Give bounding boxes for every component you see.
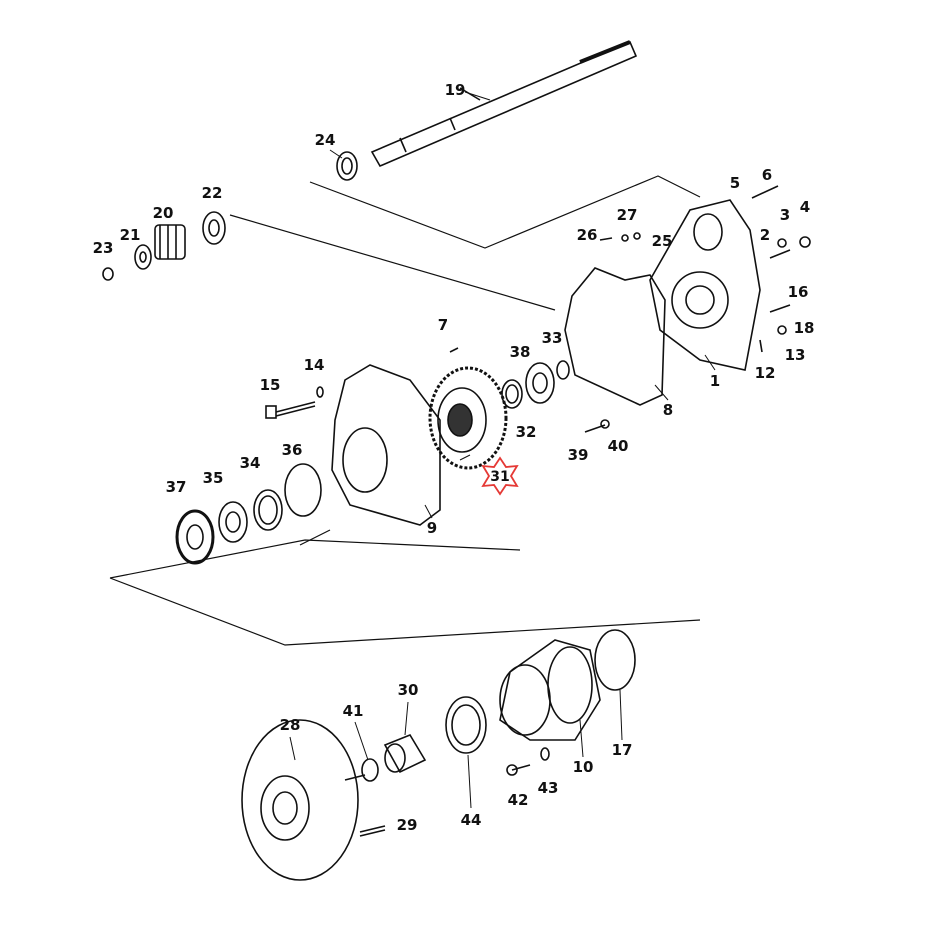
part-label-30[interactable]: 30 [397, 681, 419, 699]
part-flange-28 [241, 719, 366, 881]
part-label-37[interactable]: 37 [165, 478, 187, 496]
part-label-17[interactable]: 17 [611, 741, 633, 759]
part-bearing-22 [202, 211, 226, 245]
part-label-14[interactable]: 14 [303, 356, 325, 374]
part-label-21[interactable]: 21 [119, 226, 141, 244]
part-label-43[interactable]: 43 [537, 779, 559, 797]
part-label-12[interactable]: 12 [754, 364, 776, 382]
part-label-25[interactable]: 25 [651, 232, 673, 250]
part-label-28[interactable]: 28 [279, 716, 301, 734]
part-washer-33 [556, 360, 570, 380]
part-label-38[interactable]: 38 [509, 343, 531, 361]
part-label-7[interactable]: 7 [437, 316, 449, 334]
part-ring-32 [501, 379, 523, 409]
part-label-23[interactable]: 23 [92, 239, 114, 257]
part-seal-24 [336, 151, 358, 181]
part-label-3[interactable]: 3 [779, 206, 791, 224]
part-cover-9 [331, 347, 459, 526]
part-bearing-35 [218, 501, 248, 543]
part-gasket-8 [564, 267, 666, 406]
part-bolt-42 [506, 764, 531, 776]
part-label-9[interactable]: 9 [426, 519, 438, 537]
part-label-22[interactable]: 22 [201, 184, 223, 202]
part-label-41[interactable]: 41 [342, 702, 364, 720]
part-ring-34 [253, 489, 283, 531]
part-ring-41 [361, 758, 379, 782]
part-label-33[interactable]: 33 [541, 329, 563, 347]
part-oring-17 [594, 629, 636, 691]
part-label-19[interactable]: 19 [444, 81, 466, 99]
part-seal-44 [445, 696, 487, 754]
part-label-20[interactable]: 20 [152, 204, 174, 222]
part-nut-23 [102, 267, 114, 281]
part-stud-29 [359, 825, 386, 837]
part-bearing-38 [525, 362, 555, 404]
part-label-24[interactable]: 24 [314, 131, 336, 149]
part-label-1[interactable]: 1 [709, 372, 721, 390]
part-label-26[interactable]: 26 [576, 226, 598, 244]
part-bolt-40 [584, 419, 610, 433]
part-circlip-36 [284, 463, 322, 517]
part-label-42[interactable]: 42 [507, 791, 529, 809]
part-shaft-19 [370, 40, 638, 168]
part-label-39[interactable]: 39 [567, 446, 589, 464]
part-label-27[interactable]: 27 [616, 206, 638, 224]
part-label-44[interactable]: 44 [460, 811, 482, 829]
part-washer-14 [316, 386, 324, 398]
part-label-5[interactable]: 5 [729, 174, 741, 192]
part-label-10[interactable]: 10 [572, 758, 594, 776]
part-label-31-highlighted[interactable]: 31 [490, 469, 510, 485]
part-housing-1 [649, 199, 761, 371]
part-label-15[interactable]: 15 [259, 376, 281, 394]
part-label-4[interactable]: 4 [799, 198, 811, 216]
part-label-35[interactable]: 35 [202, 469, 224, 487]
part-bearing-21 [134, 244, 152, 270]
part-label-18[interactable]: 18 [793, 319, 815, 337]
part-label-8[interactable]: 8 [662, 401, 674, 419]
part-label-29[interactable]: 29 [396, 816, 418, 834]
part-label-34[interactable]: 34 [239, 454, 261, 472]
part-bolt-15 [265, 401, 316, 419]
highlight-star-icon [481, 456, 519, 496]
part-bolts-right [599, 185, 811, 353]
part-bearing-30 [383, 734, 427, 774]
part-label-2[interactable]: 2 [759, 226, 771, 244]
part-bearing-37 [175, 509, 215, 565]
part-hub-housing-10 [499, 639, 601, 741]
leader-lines [289, 91, 716, 809]
part-label-16[interactable]: 16 [787, 283, 809, 301]
part-label-13[interactable]: 13 [784, 346, 806, 364]
part-gear-31 [428, 366, 508, 470]
part-label-32[interactable]: 32 [515, 423, 537, 441]
part-label-40[interactable]: 40 [607, 437, 629, 455]
assembly-guide-lines [109, 175, 701, 646]
part-label-6[interactable]: 6 [761, 166, 773, 184]
part-washer-43 [540, 747, 550, 761]
part-gear-20 [154, 224, 186, 260]
part-label-36[interactable]: 36 [281, 441, 303, 459]
